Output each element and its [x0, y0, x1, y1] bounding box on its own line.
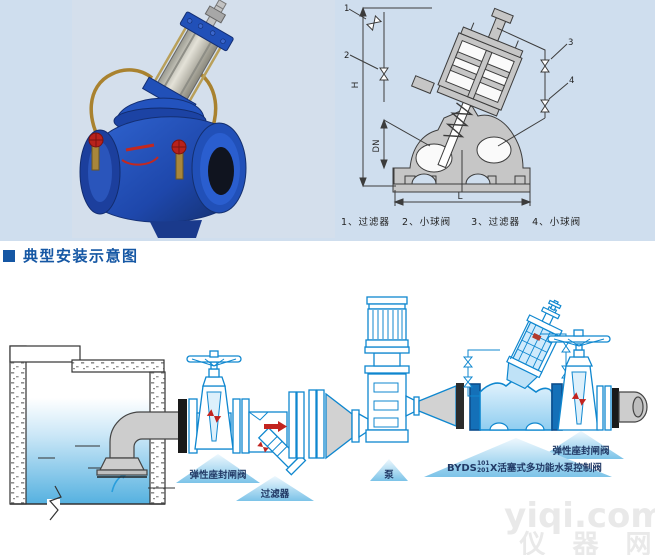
- label-strainer: 过滤器: [261, 488, 290, 500]
- top-graphics: H DN L: [72, 0, 574, 238]
- flow-mark: [206, 409, 222, 423]
- label-gate-valve-left: 弹性座封闸阀: [189, 469, 246, 481]
- section-bullet-icon: [3, 249, 15, 262]
- handwheel: [547, 335, 611, 343]
- suction-pipe: [96, 411, 183, 478]
- water-tank: [9, 345, 175, 521]
- drawing-valve-body: [392, 105, 531, 193]
- break-symbol: [48, 485, 62, 521]
- callout-4: 4: [569, 76, 574, 86]
- pilot-line-right: 3 4: [496, 27, 574, 118]
- pilot-piping-left: [462, 349, 500, 397]
- pilot-line-left: 1 2: [344, 4, 389, 102]
- control-valve-actuator: [506, 299, 563, 390]
- label-triangle: [424, 438, 612, 477]
- label-control-valve-model-bottom: 201: [477, 467, 490, 474]
- caption-item: 1、过滤器: [341, 217, 391, 228]
- dim-l-label: L: [457, 192, 462, 202]
- caption-item: 4、小球阀: [532, 217, 582, 228]
- label-gate-valve-right: 弹性座封闸阀: [552, 445, 609, 457]
- section-header: 典型安装示意图: [3, 245, 139, 266]
- brass-tube-left: [89, 68, 154, 147]
- brand-mark: [125, 143, 155, 152]
- pump-control-valve: [462, 299, 571, 431]
- label-control-valve-prefix: BYDS: [447, 463, 477, 474]
- watermark-line2: 仪 器 网: [518, 530, 655, 555]
- label-triangle: [370, 459, 408, 481]
- needle-valve-right: [171, 139, 187, 180]
- callout-1: 1: [344, 4, 349, 14]
- caption-item: 3、过滤器: [471, 217, 521, 228]
- installation-schematic: yiqi.com 仪 器 网: [9, 296, 655, 555]
- dimension-l: L: [393, 190, 532, 206]
- label-control-valve-suffix: X活塞式多功能水泵控制阀: [490, 462, 602, 474]
- gate-valve-left: [186, 350, 250, 454]
- callout-3: 3: [568, 38, 573, 48]
- drawing-actuator: [410, 7, 524, 169]
- watermark: yiqi.com 仪 器 网: [504, 496, 655, 555]
- dimension-h: H: [351, 6, 432, 188]
- product-photo: [72, 0, 335, 238]
- callout-2: 2: [344, 51, 349, 61]
- dim-h-label: H: [351, 82, 361, 89]
- pump: [358, 296, 420, 443]
- discharge-cone: [418, 383, 464, 429]
- drawing-caption: 1、过滤器 2、小球阀 3、过滤器 4、小球阀: [341, 214, 593, 228]
- label-control-valve-model-top: 101: [477, 460, 490, 467]
- watermark-line1: yiqi.com: [504, 496, 655, 536]
- label-triangle: [236, 476, 314, 501]
- flow-mark: [571, 392, 587, 406]
- gate-valve-right: [547, 329, 612, 431]
- section-title: 典型安装示意图: [23, 247, 139, 265]
- label-triangle: [538, 431, 624, 459]
- label-triangle: [176, 454, 260, 483]
- flange-port: [208, 147, 234, 195]
- outlet-pipe: [612, 388, 648, 428]
- reducer-cone: [325, 392, 360, 460]
- pump-motor: [365, 296, 409, 348]
- labels: 弹性座封闸阀 过滤器 泵 弹性座封闸阀 BYDS 101 201 X活塞式多功能…: [176, 431, 624, 501]
- label-pump: 泵: [383, 470, 394, 481]
- needle-valve-left: [88, 132, 104, 171]
- flow-direction-arrow: [264, 424, 278, 429]
- pipe-flange-dark: [178, 399, 187, 453]
- caption-item: 2、小球阀: [402, 217, 452, 228]
- bellmouth: [99, 457, 145, 471]
- y-strainer: [248, 389, 325, 476]
- technical-drawing: H DN L: [344, 4, 574, 206]
- dim-dn-label: DN: [372, 140, 382, 153]
- dimension-dn: DN: [372, 117, 546, 170]
